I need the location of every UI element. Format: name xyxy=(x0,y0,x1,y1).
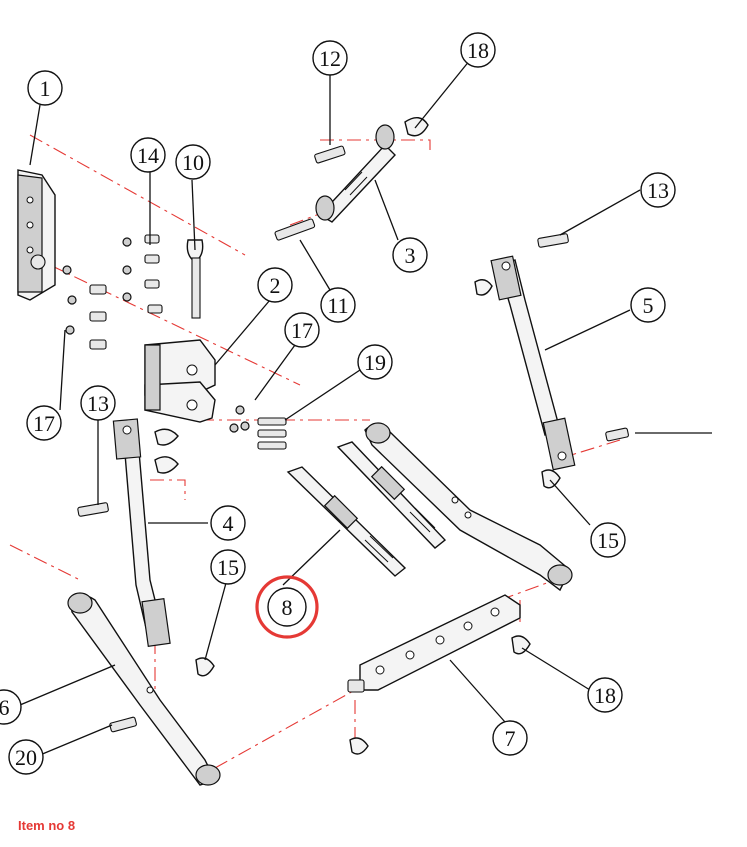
callout-6: 6 xyxy=(0,689,22,725)
callout-2-label: 2 xyxy=(270,273,281,298)
callout-20: 20 xyxy=(8,739,44,775)
part-11-pin xyxy=(274,218,316,241)
assembly-centerlines xyxy=(9,134,621,769)
callout-15-left: 15 xyxy=(210,549,246,585)
callout-12-label: 12 xyxy=(319,46,341,71)
part-15-clip-right xyxy=(541,469,561,489)
callout-17-left-label: 17 xyxy=(33,411,55,436)
callout-13-left-label: 13 xyxy=(87,391,109,416)
part-18-clip-right-small xyxy=(474,279,493,296)
callout-4: 4 xyxy=(210,505,246,541)
part-6-lower-link-left xyxy=(67,592,221,786)
callout-15-right: 15 xyxy=(590,522,626,558)
callout-8-highlight-ring xyxy=(255,575,319,639)
callout-5-label: 5 xyxy=(643,293,654,318)
callout-15-right-label: 15 xyxy=(597,528,619,553)
callout-6-label: 6 xyxy=(0,695,10,720)
part-3-top-link xyxy=(315,124,396,223)
callout-13-left: 13 xyxy=(80,385,116,421)
callout-7-label: 7 xyxy=(505,726,516,751)
part-12-pin xyxy=(314,145,346,164)
callout-13-right: 13 xyxy=(640,172,676,208)
callout-10: 10 xyxy=(175,144,211,180)
callout-4-label: 4 xyxy=(223,511,234,536)
clip-under-drawbar xyxy=(349,737,369,755)
callout-18-bottom: 18 xyxy=(587,677,623,713)
part-14-bolt-set xyxy=(62,234,163,350)
leader-lines xyxy=(19,59,712,756)
callout-17-top: 17 xyxy=(284,312,320,348)
callout-7: 7 xyxy=(492,720,528,756)
part-2-bracket xyxy=(144,339,216,423)
callout-20-label: 20 xyxy=(15,745,37,770)
callout-19-label: 19 xyxy=(364,350,386,375)
part-10-lynch-pin xyxy=(186,239,204,319)
callout-18-bottom-label: 18 xyxy=(594,683,616,708)
part-clips-left xyxy=(154,428,179,474)
part-13-pin-right xyxy=(537,233,569,248)
callout-8-label: 8 xyxy=(282,595,293,620)
callout-17-top-label: 17 xyxy=(291,318,313,343)
callout-10-label: 10 xyxy=(182,150,204,175)
part-4-stabilizer-left xyxy=(112,418,171,647)
part-1-mounting-frame xyxy=(17,169,56,301)
callout-14-label: 14 xyxy=(137,143,159,168)
callout-12: 12 xyxy=(312,40,348,76)
callout-18-top-label: 18 xyxy=(467,38,489,63)
callout-13-right-label: 13 xyxy=(647,178,669,203)
lower-link-right xyxy=(364,422,573,592)
callout-3: 3 xyxy=(392,237,428,273)
part-13-pin-right-lower xyxy=(605,427,629,442)
part-20-pin xyxy=(109,716,137,733)
callout-18-top: 18 xyxy=(460,32,496,68)
callout-3-label: 3 xyxy=(405,243,416,268)
exploded-assembly-diagram: 1 2 3 4 5 6 7 8 10 11 12 13 13 14 15 15 … xyxy=(0,32,712,786)
callout-11-label: 11 xyxy=(327,293,348,318)
callout-1: 1 xyxy=(27,70,63,106)
callout-8: 8 xyxy=(255,575,319,639)
part-7-drawbar xyxy=(347,594,521,693)
part-15-clip-left xyxy=(195,657,215,677)
part-19-bolt-set xyxy=(229,405,287,450)
item-caption: Item no 8 xyxy=(18,818,76,833)
callout-17-left: 17 xyxy=(26,405,62,441)
callout-5: 5 xyxy=(630,287,666,323)
part-5-stabilizer-right xyxy=(490,255,576,471)
callout-19: 19 xyxy=(357,344,393,380)
part-18-clip-lower xyxy=(511,635,531,655)
callout-11: 11 xyxy=(320,287,356,323)
callout-15-left-label: 15 xyxy=(217,555,239,580)
callout-14: 14 xyxy=(130,137,166,173)
part-13-pin-left xyxy=(77,502,109,517)
callout-2: 2 xyxy=(257,267,293,303)
callout-1-label: 1 xyxy=(40,76,51,101)
part-8-turnbuckle-set xyxy=(286,441,447,577)
